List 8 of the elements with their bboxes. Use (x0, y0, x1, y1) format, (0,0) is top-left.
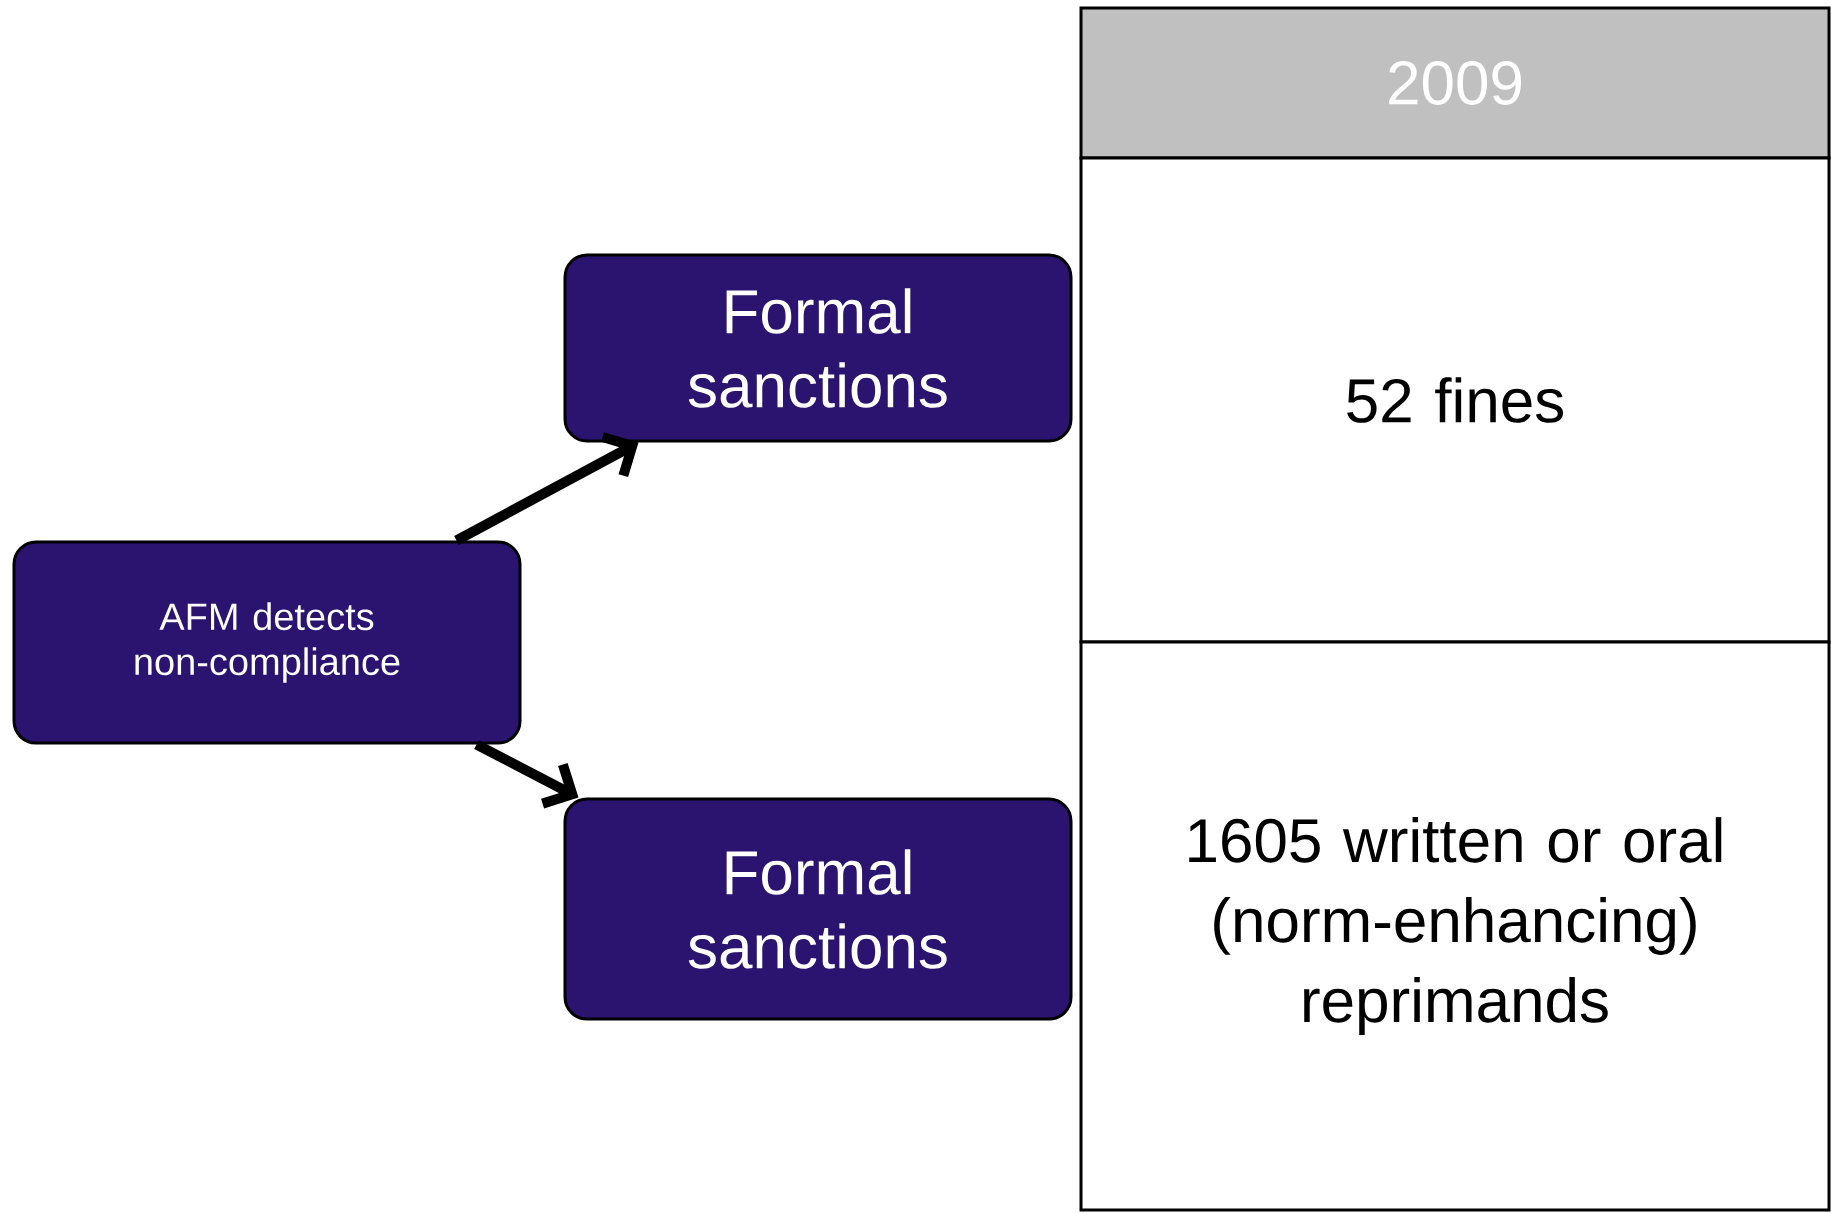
table-cell: 2009 (1079, 6, 1831, 160)
process-box: Formal sanctions (563, 797, 1073, 1021)
table-cell: 1605 written or oral (norm-enhancing) reprimands (1079, 640, 1831, 1212)
arrow (474, 740, 579, 809)
table-cell: 52 fines (1079, 156, 1831, 644)
arrow (454, 432, 639, 545)
process-box: AFM detects non-compliance (12, 540, 522, 745)
process-box: Formal sanctions (563, 253, 1073, 443)
